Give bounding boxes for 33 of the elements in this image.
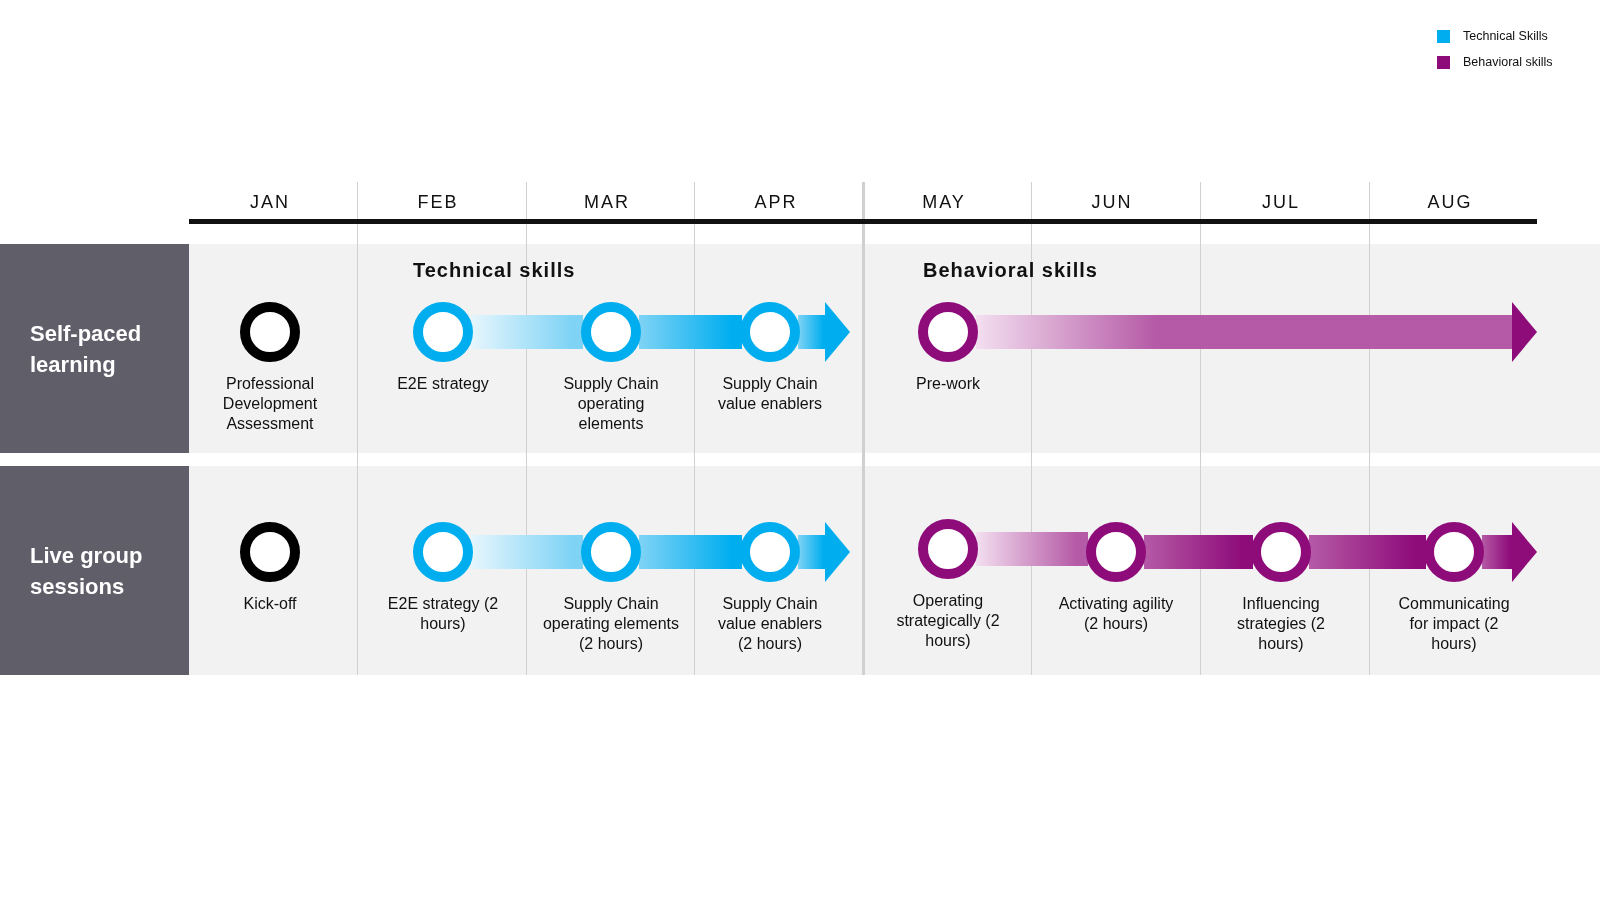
section-heading: Behavioral skills — [923, 259, 1098, 282]
row-header — [0, 466, 189, 675]
month-label: JUL — [1261, 192, 1301, 213]
row-title: Live group sessions — [30, 541, 144, 601]
milestone-label: E2E strategy — [396, 374, 490, 394]
legend-label: Behavioral skills — [1463, 55, 1553, 69]
milestone-label: Professional Development Assessment — [221, 374, 319, 434]
arrow — [798, 522, 850, 582]
arrow — [976, 302, 1537, 362]
month-label: APR — [753, 192, 799, 213]
milestone-label: Communicating for impact (2 hours) — [1397, 594, 1511, 654]
month-label: AUG — [1426, 192, 1474, 213]
milestone-label: Supply Chain operating elements — [562, 374, 660, 434]
month-label: MAY — [921, 192, 967, 213]
milestone-label: Supply Chain operating elements (2 hours) — [541, 594, 681, 654]
month-label: JAN — [249, 192, 291, 213]
milestone-label: Influencing strategies (2 hours) — [1235, 594, 1326, 654]
month-label: FEB — [416, 192, 460, 213]
milestone-label: Kick-off — [242, 594, 298, 614]
month-label: JUN — [1090, 192, 1134, 213]
arrow — [1482, 522, 1537, 582]
milestone-label: Supply Chain value enablers (2 hours) — [716, 594, 824, 654]
milestone-label: Pre-work — [915, 374, 981, 394]
milestone-label: Supply Chain value enablers — [716, 374, 824, 414]
milestone-label: E2E strategy (2 hours) — [386, 594, 500, 634]
month-label: MAR — [583, 192, 631, 213]
row-title: Self-paced learning — [30, 319, 143, 379]
row-header — [0, 244, 189, 453]
milestone-label: Activating agility (2 hours) — [1057, 594, 1175, 634]
milestone-label: Operating strategically (2 hours) — [895, 591, 1001, 651]
section-heading: Technical skills — [413, 259, 576, 282]
legend-label: Technical Skills — [1463, 29, 1548, 43]
arrow — [798, 302, 850, 362]
